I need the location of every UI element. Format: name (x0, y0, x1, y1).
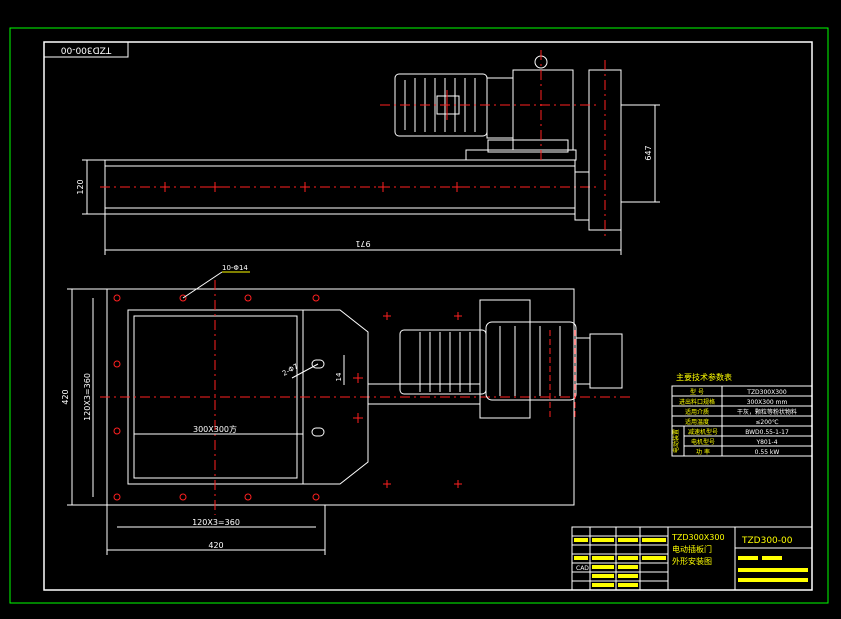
bolt-holes (113, 294, 320, 501)
title-name-2: 电动插板门 (672, 544, 712, 554)
param-value-2: 干灰，颗粒等粉状物料 (737, 408, 797, 416)
dim-side-height: 120 (76, 179, 85, 194)
param-value-4: BWD0.55-1-17 (745, 429, 789, 436)
param-label-5: 电机型号 (691, 438, 715, 446)
dim-holes: 10-Φ14 (222, 264, 248, 272)
param-label-3: 适用温度 (685, 418, 709, 426)
param-value-1: 300X300 mm (747, 399, 788, 406)
param-value-3: ≤200℃ (755, 419, 778, 426)
title-name-3: 外形安装图 (672, 556, 712, 566)
params-group-label: 电动装置 (672, 429, 680, 453)
params-title: 主要技术参数表 (676, 372, 732, 382)
param-value-5: Y801-4 (755, 439, 777, 446)
params-table: 主要技术参数表 电动装置 型 号 TZD300X300 进出料口规格 300X3… (671, 372, 813, 457)
dim-plan-bottom-inner: 120X3=360 (192, 518, 240, 527)
param-label-4: 减速机型号 (688, 428, 718, 436)
dim-plan-bottom-outer: 420 (208, 541, 223, 550)
param-label-2: 适用介质 (685, 408, 709, 416)
side-view: 120 971 647 (76, 50, 660, 255)
cad-label: CAD (576, 565, 589, 572)
drawing-no-rotated: TZD300-00 (60, 45, 112, 55)
dim-side-length: 971 (355, 239, 370, 248)
side-gearbox (512, 69, 574, 151)
title-drawing-no: TZD300-00 (741, 536, 793, 546)
dim-slot-gap: 14 (335, 372, 343, 381)
plan-view: 420 120X3=360 120X3=360 420 300X300方 10-… (61, 264, 630, 555)
param-label-6: 功 率 (696, 448, 710, 456)
inner-frame (43, 41, 813, 591)
dim-opening: 300X300方 (193, 424, 237, 434)
dim-plan-width: 420 (61, 389, 70, 404)
param-value-6: 0.55 kW (755, 449, 780, 456)
title-name-1: TZD300X300 (671, 533, 725, 542)
dim-side-right: 647 (644, 145, 653, 160)
dim-plan-inner-width: 120X3=360 (83, 373, 92, 421)
param-label-1: 进出料口规格 (679, 398, 715, 406)
drawing-no-tab (43, 41, 129, 58)
outer-frame (9, 27, 829, 604)
param-value-0: TZD300X300 (746, 389, 787, 396)
param-label-0: 型 号 (690, 388, 704, 396)
title-block: CAD TZD300X300 电动插板门 外形安装图 TZD300-00 (571, 526, 813, 591)
